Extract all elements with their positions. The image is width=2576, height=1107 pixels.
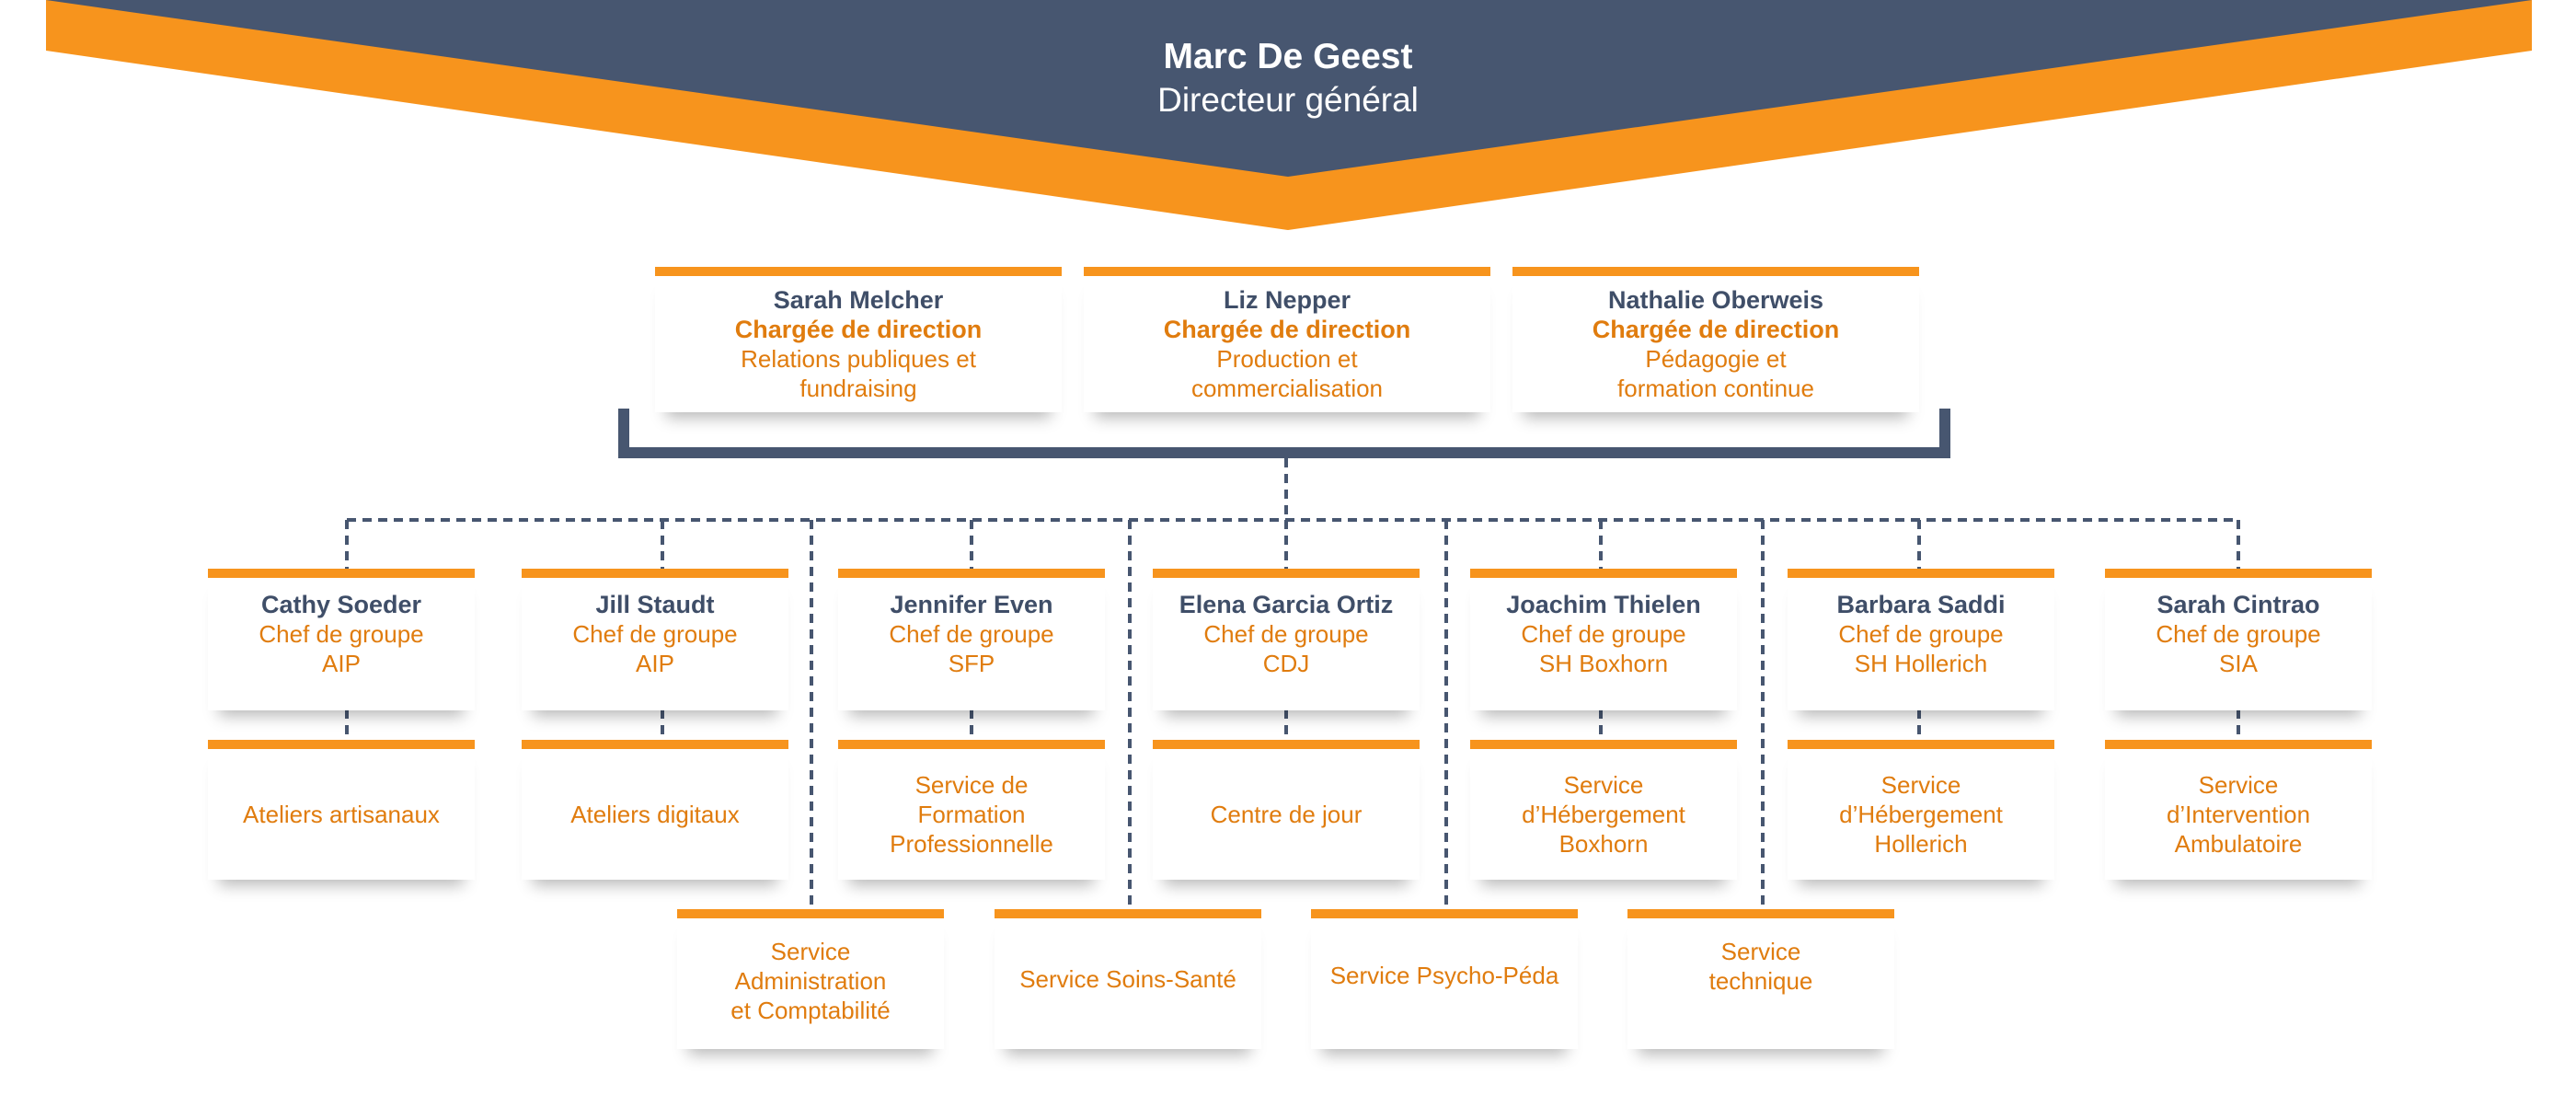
director-scope: formation continue (1617, 375, 1814, 402)
service-label: Service (1880, 771, 1961, 799)
support-service-label: Service Soins-Santé (1019, 965, 1236, 993)
directors-bracket (618, 409, 1950, 458)
service-card: Ateliers artisanaux (208, 740, 475, 880)
leader-name: Cathy Soeder (260, 591, 422, 618)
leader-name: Jennifer Even (890, 591, 1053, 618)
leader-unit: SFP (948, 650, 995, 677)
support-service-card: Service Administration et Comptabilité (677, 909, 944, 1049)
service-label: Ambulatoire (2174, 830, 2303, 858)
support-service-label: et Comptabilité (730, 997, 891, 1024)
leader-role: Chef de groupe (1521, 620, 1686, 648)
support-service-card: Service Psycho-Péda (1311, 909, 1578, 1049)
service-label: Ateliers digitaux (570, 801, 740, 828)
service-label: Service (1563, 771, 1644, 799)
group-leader-card: Cathy Soeder Chef de groupe AIP (208, 569, 475, 710)
leader-role: Chef de groupe (1838, 620, 2004, 648)
leader-unit: SIA (2219, 650, 2258, 677)
director-name: Sarah Melcher (773, 286, 944, 314)
banner-navy-chevron (46, 0, 2532, 177)
director-name: Liz Nepper (1223, 286, 1351, 314)
leader-name: Elena Garcia Ortiz (1179, 591, 1394, 618)
leader-name: Sarah Cintrao (2156, 591, 2320, 618)
leader-name: Barbara Saddi (1836, 591, 2006, 618)
service-label: Professionnelle (890, 830, 1053, 858)
leader-role: Chef de groupe (1203, 620, 1369, 648)
director-role: Chargée de direction (734, 316, 983, 343)
group-leader-card: Barbara Saddi Chef de groupe SH Holleric… (1788, 569, 2054, 710)
service-card: Service d’Intervention Ambulatoire (2105, 740, 2372, 880)
group-leader-card: Sarah Cintrao Chef de groupe SIA (2105, 569, 2372, 710)
service-card: Service d’Hébergement Hollerich (1788, 740, 2054, 880)
service-label: Ateliers artisanaux (243, 801, 440, 828)
service-label: Service (2198, 771, 2279, 799)
service-label: Boxhorn (1558, 830, 1649, 858)
leader-unit: AIP (322, 650, 361, 677)
group-leader-card: Jill Staudt Chef de groupe AIP (522, 569, 788, 710)
director-role: Chargée de direction (1592, 316, 1840, 343)
group-leader-card: Elena Garcia Ortiz Chef de groupe CDJ (1153, 569, 1420, 710)
service-card: Ateliers digitaux (522, 740, 788, 880)
leader-role: Chef de groupe (889, 620, 1054, 648)
service-label: Hollerich (1874, 830, 1968, 858)
leader-role: Chef de groupe (259, 620, 424, 648)
group-leader-card: Jennifer Even Chef de groupe SFP (838, 569, 1105, 710)
support-service-card: Service Soins-Santé (995, 909, 1261, 1049)
service-card: Centre de jour (1153, 740, 1420, 880)
director-role: Chargée de direction (1163, 316, 1411, 343)
support-service-label: technique (1708, 967, 1813, 995)
director-name: Nathalie Oberweis (1607, 286, 1824, 314)
leader-unit: CDJ (1262, 650, 1310, 677)
director-card: Sarah Melcher Chargée de direction Relat… (655, 267, 1062, 412)
director-scope: fundraising (799, 375, 917, 402)
service-label: d’Hébergement (1522, 801, 1685, 828)
group-leader-card: Joachim Thielen Chef de groupe SH Boxhor… (1470, 569, 1737, 710)
director-scope: Production et (1216, 345, 1358, 373)
director-card: Nathalie Oberweis Chargée de direction P… (1512, 267, 1919, 412)
leader-unit: AIP (636, 650, 674, 677)
director-scope: commercialisation (1190, 375, 1384, 402)
ceo-name: Marc De Geest (1163, 37, 1413, 76)
support-service-label: Service (1720, 938, 1801, 965)
leader-role: Chef de groupe (2156, 620, 2321, 648)
service-label: d’Intervention (2166, 801, 2311, 828)
service-card: Service de Formation Professionnelle (838, 740, 1105, 880)
service-label: Formation (917, 801, 1026, 828)
support-service-card: Service technique (1627, 909, 1894, 1049)
support-service-label: Service Psycho-Péda (1329, 962, 1559, 989)
ceo-role: Directeur général (1157, 81, 1419, 119)
support-service-label: Administration (734, 967, 887, 995)
service-label: Service de (914, 771, 1029, 799)
leader-unit: SH Hollerich (1854, 650, 1988, 677)
leader-unit: SH Boxhorn (1538, 650, 1669, 677)
support-service-label: Service (770, 938, 851, 965)
leader-name: Jill Staudt (595, 591, 715, 618)
service-label: Centre de jour (1210, 801, 1363, 828)
director-scope: Pédagogie et (1645, 345, 1787, 373)
leader-name: Joachim Thielen (1506, 591, 1701, 618)
director-scope: Relations publiques et (741, 345, 976, 373)
leader-role: Chef de groupe (572, 620, 738, 648)
header-banner (46, 0, 2532, 230)
service-card: Service d’Hébergement Boxhorn (1470, 740, 1737, 880)
service-label: d’Hébergement (1839, 801, 2003, 828)
director-card: Liz Nepper Chargée de direction Producti… (1084, 267, 1490, 412)
